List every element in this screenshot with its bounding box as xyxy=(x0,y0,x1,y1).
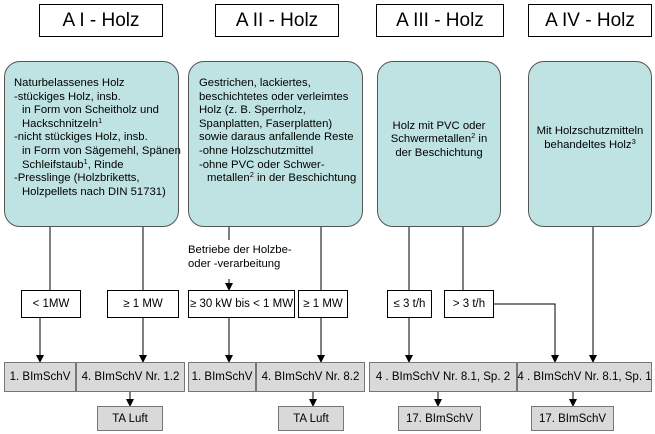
desc-line: Hackschnitzeln xyxy=(22,117,98,130)
category-a1-description: Naturbelassenes Holz -stückiges Holz, in… xyxy=(4,61,181,227)
regulation-1-bimschv: 1. BImSchV xyxy=(188,362,256,392)
desc-line: metallen xyxy=(207,172,250,185)
condition-a1-ge-1mw: ≥ 1 MW xyxy=(107,290,179,318)
target-17-bimschv: 17. BImSchV xyxy=(398,406,481,431)
desc-line: Gestrichen, lackiertes, xyxy=(199,77,311,89)
column-title-a1: A I - Holz xyxy=(39,4,163,37)
column-title-a4: A IV - Holz xyxy=(528,4,652,37)
desc-line: sowie daraus anfallende Reste xyxy=(199,131,354,144)
note-line: oder -verarbeitung xyxy=(188,257,281,270)
regulation-4-bimschv-1-2: 4. BImSchV Nr. 1.2 xyxy=(76,362,185,392)
column-title-a2: A II - Holz xyxy=(215,4,339,37)
regulation-4-bimschv-8-1-sp2: 4 . BImSchV Nr. 8.1, Sp. 2 xyxy=(369,362,517,392)
footnote-mark: 2 xyxy=(471,131,476,141)
note-wood-processing: Betriebe der Holzbe- oder -verarbeitung xyxy=(188,244,292,271)
regulation-1-bimschv: 1. BImSchV xyxy=(4,362,76,392)
target-ta-luft: TA Luft xyxy=(278,406,344,431)
desc-line: der Beschichtung xyxy=(395,146,483,159)
condition-a2-30kw-1mw: ≥ 30 kW bis < 1 MW xyxy=(188,290,295,318)
desc-line: in Form von Scheitholz und xyxy=(22,104,159,117)
desc-line: in Form von Sägemehl, Spänen xyxy=(22,144,181,157)
desc-line: Naturbelassenes Holz xyxy=(14,77,125,89)
desc-line: Holzpellets nach DIN 51731) xyxy=(22,185,166,198)
category-a4-description: Mit Holzschutzmitteln behandeltes Holz3 xyxy=(528,61,652,227)
desc-line: , Rinde xyxy=(87,158,124,171)
desc-line: in xyxy=(475,133,488,146)
desc-line: -nicht stückiges Holz, insb. xyxy=(14,131,148,144)
footnote-mark: 1 xyxy=(97,115,103,125)
desc-line: Schleifstaub xyxy=(22,158,84,171)
condition-a2-ge-1mw: ≥ 1 MW xyxy=(298,290,348,318)
desc-line: Spanplatten, Faserplatten) xyxy=(199,117,333,130)
target-17-bimschv: 17. BImSchV xyxy=(531,406,614,431)
desc-line: beschichtetes oder verleimtes xyxy=(199,90,349,103)
desc-line: Schwermetallen xyxy=(390,133,472,146)
desc-line: Mit Holzschutzmitteln xyxy=(536,125,644,138)
category-a3-description: Holz mit PVC oder Schwermetallen2 in der… xyxy=(377,61,501,227)
desc-line: -Presslinge (Holzbriketts, xyxy=(14,172,140,185)
desc-line: in der Beschichtung xyxy=(253,172,357,185)
regulation-4-bimschv-8-2: 4. BImSchV Nr. 8.2 xyxy=(256,362,365,392)
note-line: Betriebe der Holzbe- xyxy=(188,244,292,256)
category-a2-description: Gestrichen, lackiertes, beschichtetes od… xyxy=(188,61,363,227)
footnote-mark: 2 xyxy=(249,170,254,180)
desc-line: -ohne Holzschutzmittel xyxy=(199,144,314,157)
column-title-a3: A III - Holz xyxy=(376,4,504,37)
condition-a3-gt-3th: > 3 t/h xyxy=(444,290,494,318)
arrow xyxy=(493,303,559,363)
regulation-4-bimschv-8-1-sp1: 4 . BImSchV Nr. 8.1, Sp. 1 xyxy=(517,362,652,392)
desc-line: -ohne PVC oder Schwer- xyxy=(199,158,325,171)
condition-a1-lt-1mw: < 1MW xyxy=(21,290,81,318)
condition-a3-le-3th: ≤ 3 t/h xyxy=(387,290,432,318)
desc-line: Holz (z. B. Sperrholz, xyxy=(199,104,306,117)
footnote-mark: 1 xyxy=(83,156,88,166)
footnote-mark: 3 xyxy=(631,137,636,146)
desc-line: Holz mit PVC oder xyxy=(392,119,486,132)
desc-line: behandeltes Holz xyxy=(544,139,632,151)
desc-line: -stückiges Holz, insb. xyxy=(14,90,121,103)
target-ta-luft: TA Luft xyxy=(97,406,163,431)
